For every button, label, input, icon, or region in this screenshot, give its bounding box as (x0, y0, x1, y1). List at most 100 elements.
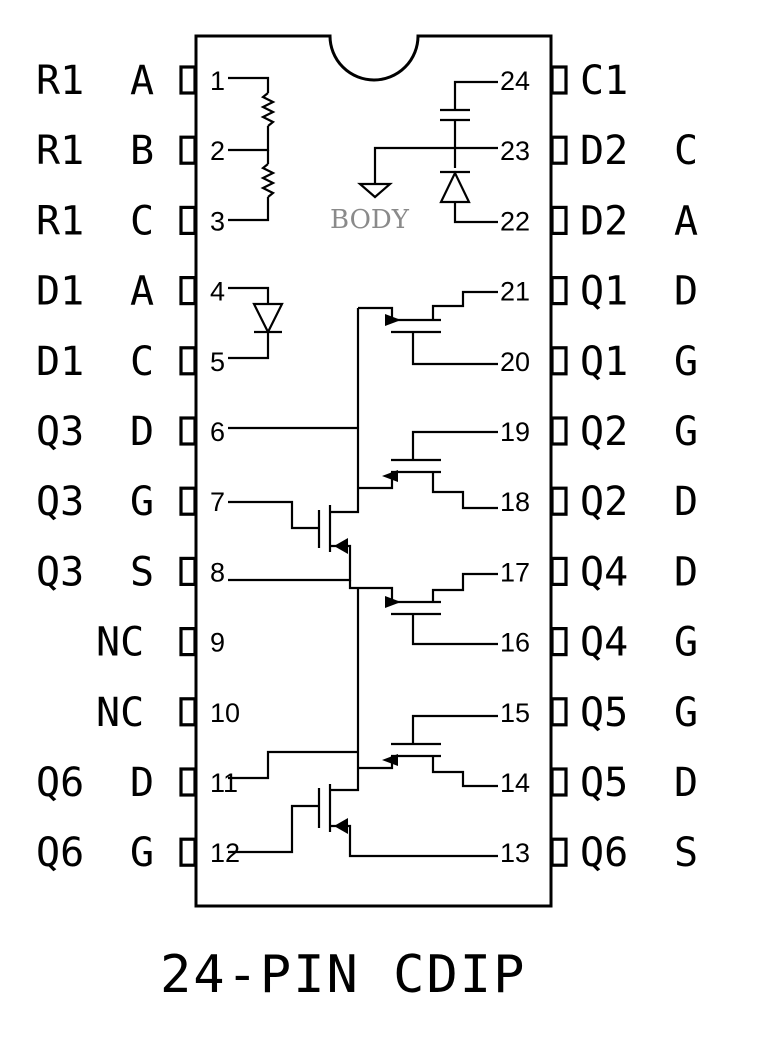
pin-terminal-23: C (674, 128, 698, 174)
diode-d1 (228, 286, 284, 360)
pin-number-22: 22 (500, 206, 530, 236)
pin-number-15: 15 (500, 698, 530, 728)
pin-signal-6: Q3 (36, 409, 84, 455)
pin-pad-6 (179, 416, 197, 446)
pin-signal-4: D1 (36, 269, 84, 315)
pin-number-24: 24 (500, 66, 530, 96)
capacitor-c1-diode-d2: BODY (330, 80, 498, 235)
pin-signal-20: Q1 (580, 339, 628, 385)
pin-number-18: 18 (500, 487, 530, 517)
pin-number-7: 7 (210, 487, 225, 517)
pin-terminal-14: D (674, 760, 698, 806)
pin-terminal-16: G (674, 620, 698, 666)
pin-pad-10 (179, 697, 197, 727)
pin-number-2: 2 (210, 136, 225, 166)
pin-number-1: 1 (210, 66, 225, 96)
pin-signal-13: Q6 (580, 830, 628, 876)
pin-pad-5 (179, 346, 197, 376)
pin-pad-13 (550, 837, 568, 867)
pin-signal-17: Q4 (580, 549, 628, 595)
pin-pad-11 (179, 767, 197, 797)
pin-signal-23: D2 (580, 128, 628, 174)
pin-number-13: 13 (500, 838, 530, 868)
pin-number-8: 8 (210, 557, 225, 587)
body-label: BODY (330, 205, 410, 235)
pin-terminal-12: G (130, 830, 154, 876)
pin-pad-21 (550, 276, 568, 306)
pin-pad-4 (179, 276, 197, 306)
pin-terminal-3: C (130, 198, 154, 244)
pin-number-17: 17 (500, 557, 530, 587)
pin-number-6: 6 (210, 417, 225, 447)
pin-pad-19 (550, 416, 568, 446)
pin-pad-1 (179, 65, 197, 95)
pin-terminal-15: G (674, 690, 698, 736)
pin-pad-3 (179, 205, 197, 235)
pin-terminal-1: A (130, 58, 154, 104)
pin-pad-17 (550, 556, 568, 587)
pin-number-9: 9 (210, 628, 225, 658)
pin-signal-1: R1 (36, 58, 84, 104)
pin-pad-7 (179, 486, 197, 516)
pin-pad-15 (550, 697, 568, 727)
pin-signal-2: R1 (36, 128, 84, 174)
pin-terminal-4: A (130, 269, 154, 315)
pin-pad-2 (179, 135, 197, 165)
pin-terminal-20: G (674, 339, 698, 385)
pin-pad-22 (550, 205, 568, 235)
pin-terminal-17: D (674, 549, 698, 595)
pin-pad-23 (550, 135, 568, 165)
pin-number-20: 20 (500, 347, 530, 377)
pin-terminal-18: D (674, 479, 698, 525)
pin-signal-10: NC (96, 690, 144, 736)
pin-number-11: 11 (210, 768, 238, 798)
pin-number-14: 14 (500, 768, 530, 798)
pin-terminal-11: D (130, 760, 154, 806)
pin-pad-20 (550, 346, 568, 376)
pin-number-3: 3 (210, 206, 225, 236)
pin-number-10: 10 (210, 698, 240, 728)
pin-signal-3: R1 (36, 198, 84, 244)
pin-number-12: 12 (210, 838, 240, 868)
pin-signal-9: NC (96, 620, 144, 666)
pin-pad-14 (550, 767, 568, 797)
pin-number-16: 16 (500, 628, 530, 658)
pin-pad-18 (550, 486, 568, 516)
pin-number-5: 5 (210, 347, 225, 377)
pin-signal-7: Q3 (36, 479, 84, 525)
pin-pad-8 (179, 556, 197, 587)
pin-terminal-7: G (130, 479, 154, 525)
pin-number-4: 4 (210, 277, 225, 307)
pin-signal-16: Q4 (580, 620, 628, 666)
pin-signal-18: Q2 (580, 479, 628, 525)
pin-terminal-22: A (674, 198, 698, 244)
pin-signal-5: D1 (36, 339, 84, 385)
pin-terminal-21: D (674, 269, 698, 315)
pin-signal-24: C1 (580, 58, 628, 104)
pin-signal-8: Q3 (36, 549, 84, 595)
pin-terminal-19: G (674, 409, 698, 455)
resistor-network-r1 (228, 76, 276, 222)
package-outline (194, 34, 553, 908)
pin-terminal-8: S (130, 549, 154, 595)
pin-pad-24 (550, 65, 568, 95)
pin-pad-16 (550, 626, 568, 657)
pin-number-21: 21 (500, 277, 530, 307)
pin-pad-12 (179, 837, 197, 867)
mosfet-array (228, 290, 498, 858)
pin-terminal-6: D (130, 409, 154, 455)
pin-signal-14: Q5 (580, 760, 628, 806)
pin-signal-15: Q5 (580, 690, 628, 736)
pin-terminal-13: S (674, 830, 698, 876)
pin-pad-9 (179, 626, 197, 657)
pin-signal-21: Q1 (580, 269, 628, 315)
pin-terminal-5: C (130, 339, 154, 385)
pin-terminal-2: B (130, 128, 154, 174)
pin-signal-12: Q6 (36, 830, 84, 876)
pin-number-23: 23 (500, 136, 530, 166)
pin-signal-22: D2 (580, 198, 628, 244)
package-title: 24-PIN CDIP (160, 945, 526, 1005)
pin-signal-19: Q2 (580, 409, 628, 455)
pin-number-19: 19 (500, 417, 530, 447)
